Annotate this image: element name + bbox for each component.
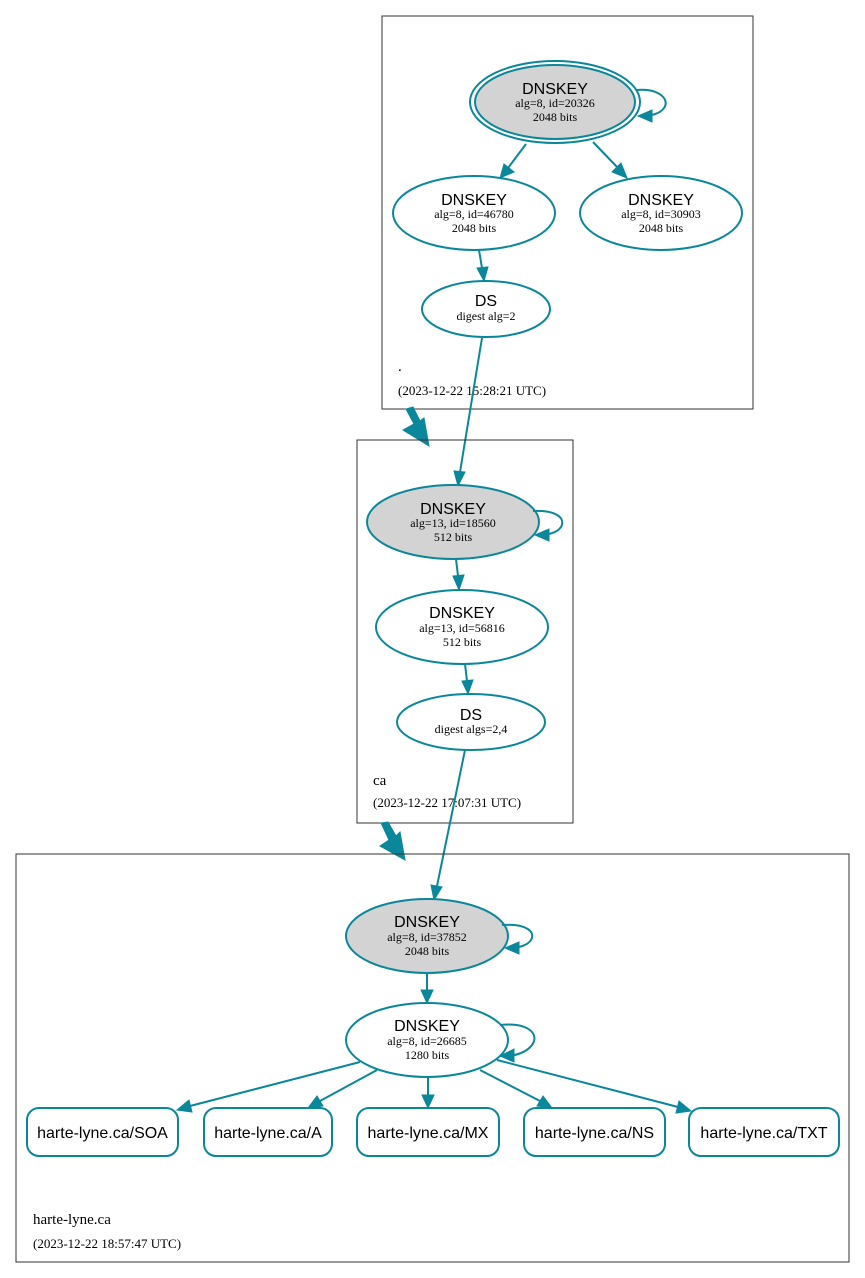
rrset-mx-label: harte-lyne.ca/MX — [368, 1125, 489, 1142]
root-zsk2-line2: 2048 bits — [639, 221, 684, 235]
root-zsk1-line2: 2048 bits — [452, 221, 497, 235]
ca-ds-node[interactable]: DS digest algs=2,4 — [396, 693, 546, 751]
delegation-root-to-ca — [402, 406, 430, 448]
root-ksk-line2: 2048 bits — [533, 110, 578, 124]
zone-root: DNSKEY alg=8, id=20326 2048 bits DNSKEY … — [381, 15, 754, 410]
edge-ca-zsk-ds — [464, 663, 468, 682]
harte-zsk-line2: 1280 bits — [405, 1048, 450, 1062]
ca-ds-line1: digest algs=2,4 — [435, 722, 508, 736]
root-ksk-line1: alg=8, id=20326 — [515, 96, 595, 110]
edge-ca-ksk-zsk — [455, 558, 459, 577]
rrset-txt-label: harte-lyne.ca/TXT — [700, 1125, 827, 1142]
ca-ds-type: DS — [460, 707, 482, 724]
ca-ksk-line2: 512 bits — [434, 530, 473, 544]
zone-ca-box — [356, 439, 574, 824]
rrset-mx[interactable]: harte-lyne.ca/MX — [356, 1107, 500, 1157]
rrset-a[interactable]: harte-lyne.ca/A — [203, 1107, 333, 1157]
edge-root-zsk1-ds — [478, 249, 483, 269]
zone-ca-time: (2023-12-22 17:07:31 UTC) — [373, 795, 521, 810]
rrset-ns[interactable]: harte-lyne.ca/NS — [523, 1107, 666, 1157]
harte-zsk-line1: alg=8, id=26685 — [387, 1034, 467, 1048]
edge-zsk-ns — [479, 1069, 541, 1102]
root-ds-line1: digest alg=2 — [456, 309, 515, 323]
root-ksk-type: DNSKEY — [522, 81, 588, 98]
delegation-ca-to-harte — [379, 821, 406, 861]
ca-zsk-node[interactable]: DNSKEY alg=13, id=56816 512 bits — [375, 589, 549, 665]
root-ds-type: DS — [475, 293, 497, 310]
zone-ca-name: ca — [373, 773, 387, 789]
edge-zsk-a — [319, 1069, 378, 1102]
root-zsk2-line1: alg=8, id=30903 — [621, 207, 701, 221]
edge-ca-ds-harte-ksk — [436, 749, 466, 887]
harte-ksk-type: DNSKEY — [394, 914, 460, 931]
root-zsk1-type: DNSKEY — [441, 192, 507, 209]
ca-ksk-node[interactable]: DNSKEY alg=13, id=18560 512 bits — [366, 484, 540, 560]
edge-root-ds-ca-ksk — [459, 337, 483, 473]
zone-root-time: (2023-12-22 15:28:21 UTC) — [398, 383, 546, 398]
root-ksk-self-arrow — [636, 109, 653, 123]
zone-root-name: . — [398, 359, 402, 375]
rrset-ns-label: harte-lyne.ca/NS — [535, 1125, 654, 1142]
harte-zsk-type: DNSKEY — [394, 1018, 460, 1035]
root-ksk-node[interactable]: DNSKEY alg=8, id=20326 2048 bits — [469, 60, 641, 144]
ca-zsk-type: DNSKEY — [429, 605, 495, 622]
root-zsk1-line1: alg=8, id=46780 — [434, 207, 514, 221]
harte-zsk-node[interactable]: DNSKEY alg=8, id=26685 1280 bits — [345, 1002, 509, 1078]
rrset-soa-label: harte-lyne.ca/SOA — [37, 1125, 168, 1142]
harte-ksk-line2: 2048 bits — [405, 944, 450, 958]
harte-ksk-line1: alg=8, id=37852 — [387, 930, 467, 944]
edge-root-ksk-zsk1 — [507, 143, 527, 169]
root-zsk2-node[interactable]: DNSKEY alg=8, id=30903 2048 bits — [579, 175, 743, 251]
edge-root-ksk-zsk2 — [592, 141, 619, 169]
rrset-a-label: harte-lyne.ca/A — [214, 1125, 322, 1142]
zone-harte-box — [15, 853, 850, 1263]
zone-root-box — [381, 15, 754, 410]
zone-harte: DNSKEY alg=8, id=37852 2048 bits DNSKEY … — [15, 853, 850, 1263]
ca-zsk-line2: 512 bits — [443, 635, 482, 649]
ca-ksk-line1: alg=13, id=18560 — [410, 516, 496, 530]
root-zsk1-node[interactable]: DNSKEY alg=8, id=46780 2048 bits — [392, 175, 556, 251]
edge-zsk-soa — [189, 1061, 361, 1107]
edge-zsk-txt — [496, 1059, 679, 1108]
ca-ksk-type: DNSKEY — [420, 501, 486, 518]
zone-harte-time: (2023-12-22 18:57:47 UTC) — [33, 1236, 181, 1251]
zone-ca: DNSKEY alg=13, id=18560 512 bits DNSKEY … — [356, 439, 574, 824]
ca-zsk-line1: alg=13, id=56816 — [419, 621, 505, 635]
root-ds-node[interactable]: DS digest alg=2 — [421, 280, 551, 338]
rrset-soa[interactable]: harte-lyne.ca/SOA — [26, 1107, 179, 1157]
root-zsk2-type: DNSKEY — [628, 192, 694, 209]
rrset-txt[interactable]: harte-lyne.ca/TXT — [688, 1107, 840, 1157]
harte-ksk-node[interactable]: DNSKEY alg=8, id=37852 2048 bits — [345, 898, 509, 974]
zone-harte-name: harte-lyne.ca — [33, 1212, 111, 1228]
